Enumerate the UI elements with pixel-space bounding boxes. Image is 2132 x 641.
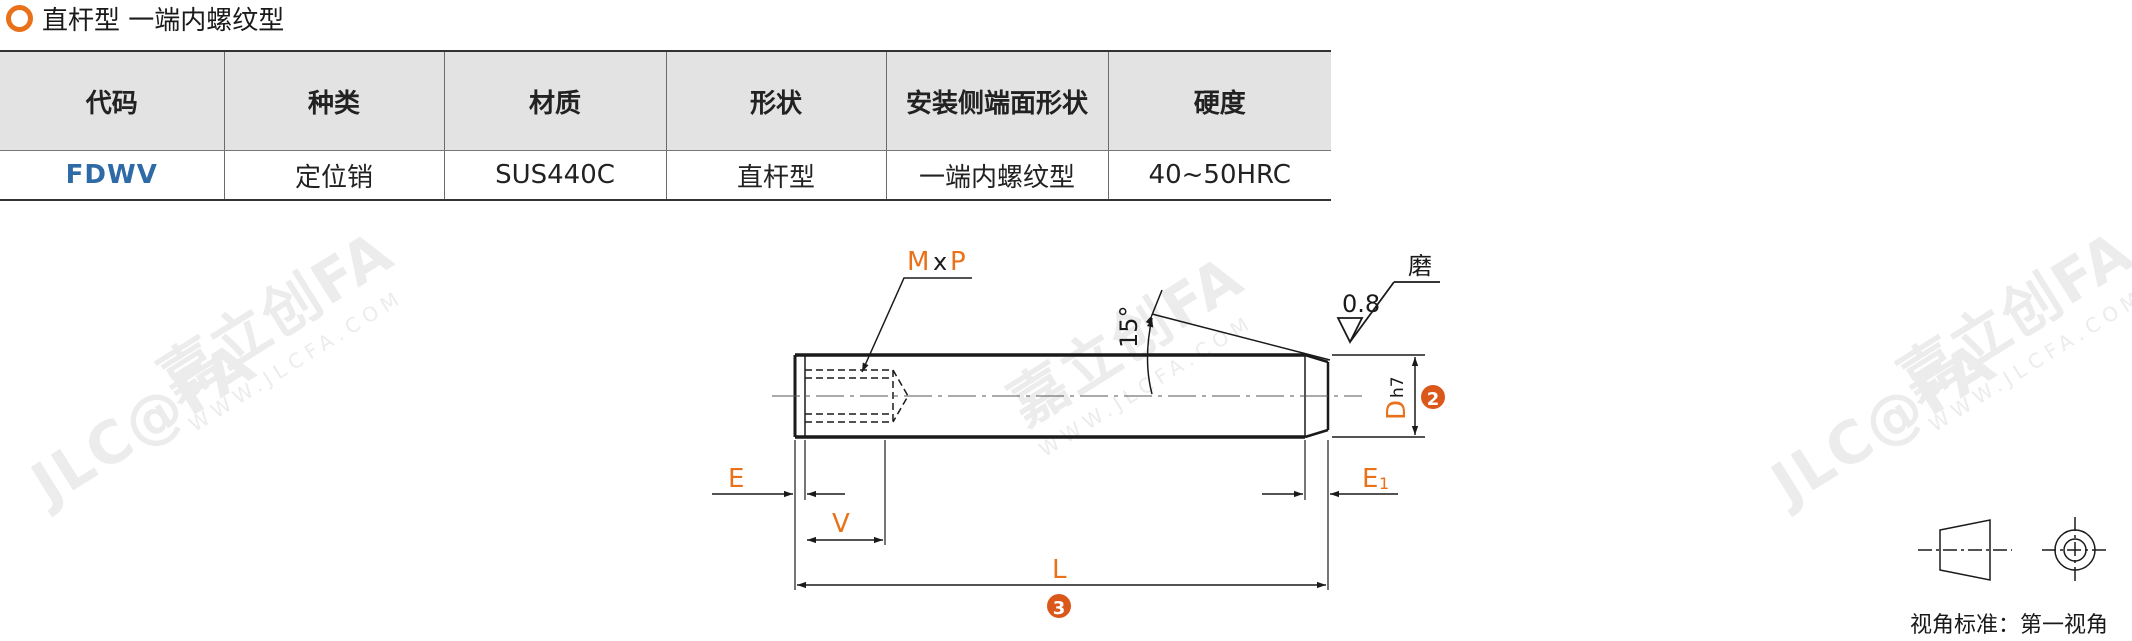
length-badge-circle bbox=[1047, 594, 1071, 618]
first-angle-projection-icon bbox=[1918, 517, 2108, 583]
internal-thread-hidden bbox=[805, 369, 909, 423]
l-label: L bbox=[1052, 555, 1067, 585]
header-code: 代码 bbox=[0, 50, 224, 151]
diameter-badge: 2 bbox=[1427, 389, 1440, 410]
diameter-label: D bbox=[1382, 400, 1412, 420]
circle-bullet-icon bbox=[6, 4, 33, 32]
section-title: 直杆型 一端内螺纹型 bbox=[42, 5, 285, 36]
header-type: 种类 bbox=[223, 50, 444, 151]
header-end-shape: 安装侧端面形状 bbox=[885, 50, 1108, 151]
cell-shape: 直杆型 bbox=[665, 150, 886, 201]
roughness-symbol bbox=[1336, 281, 1440, 345]
roughness-value: 0.8 bbox=[1342, 290, 1380, 318]
extension-lines bbox=[794, 440, 1329, 590]
cell-end-shape: 一端内螺纹型 bbox=[885, 150, 1108, 201]
header-material: 材质 bbox=[443, 50, 666, 151]
cell-type: 定位销 bbox=[223, 150, 444, 201]
mxp-callout bbox=[861, 277, 972, 373]
mxp-m-label: M bbox=[907, 247, 929, 277]
diameter-tolerance: h7 bbox=[1388, 376, 1408, 398]
section-header: 直杆型 一端内螺纹型 bbox=[0, 0, 284, 36]
diameter-label-group: D h7 bbox=[1382, 376, 1412, 420]
mxp-p-label: P bbox=[950, 247, 966, 277]
e1-label: E bbox=[1362, 464, 1378, 494]
table-header-row: 代码 种类 材质 形状 安装侧端面形状 硬度 bbox=[0, 50, 1331, 151]
v-label: V bbox=[832, 509, 850, 539]
angle-label: 15° bbox=[1115, 305, 1143, 348]
angle-dimension bbox=[1145, 289, 1331, 395]
length-badge: 3 bbox=[1053, 598, 1066, 619]
table-row: FDWV 定位销 SUS440C 直杆型 一端内螺纹型 40~50HRC bbox=[0, 150, 1331, 201]
cell-code[interactable]: FDWV bbox=[0, 150, 224, 201]
spec-table: 代码 种类 材质 形状 安装侧端面形状 硬度 FDWV 定位销 SUS440C … bbox=[0, 50, 1331, 201]
cell-material: SUS440C bbox=[443, 150, 666, 201]
roughness-note: 磨 bbox=[1408, 252, 1432, 280]
mxp-x-label: x bbox=[933, 248, 947, 276]
header-hardness: 硬度 bbox=[1107, 50, 1331, 151]
diameter-badge-circle bbox=[1421, 385, 1445, 409]
header-shape: 形状 bbox=[665, 50, 886, 151]
e-label: E bbox=[728, 464, 744, 494]
cell-hardness: 40~50HRC bbox=[1107, 150, 1331, 201]
e1-subscript: 1 bbox=[1379, 474, 1389, 493]
diameter-dimension bbox=[1332, 354, 1425, 438]
projection-label: 视角标准：第一视角 bbox=[1910, 613, 2108, 638]
